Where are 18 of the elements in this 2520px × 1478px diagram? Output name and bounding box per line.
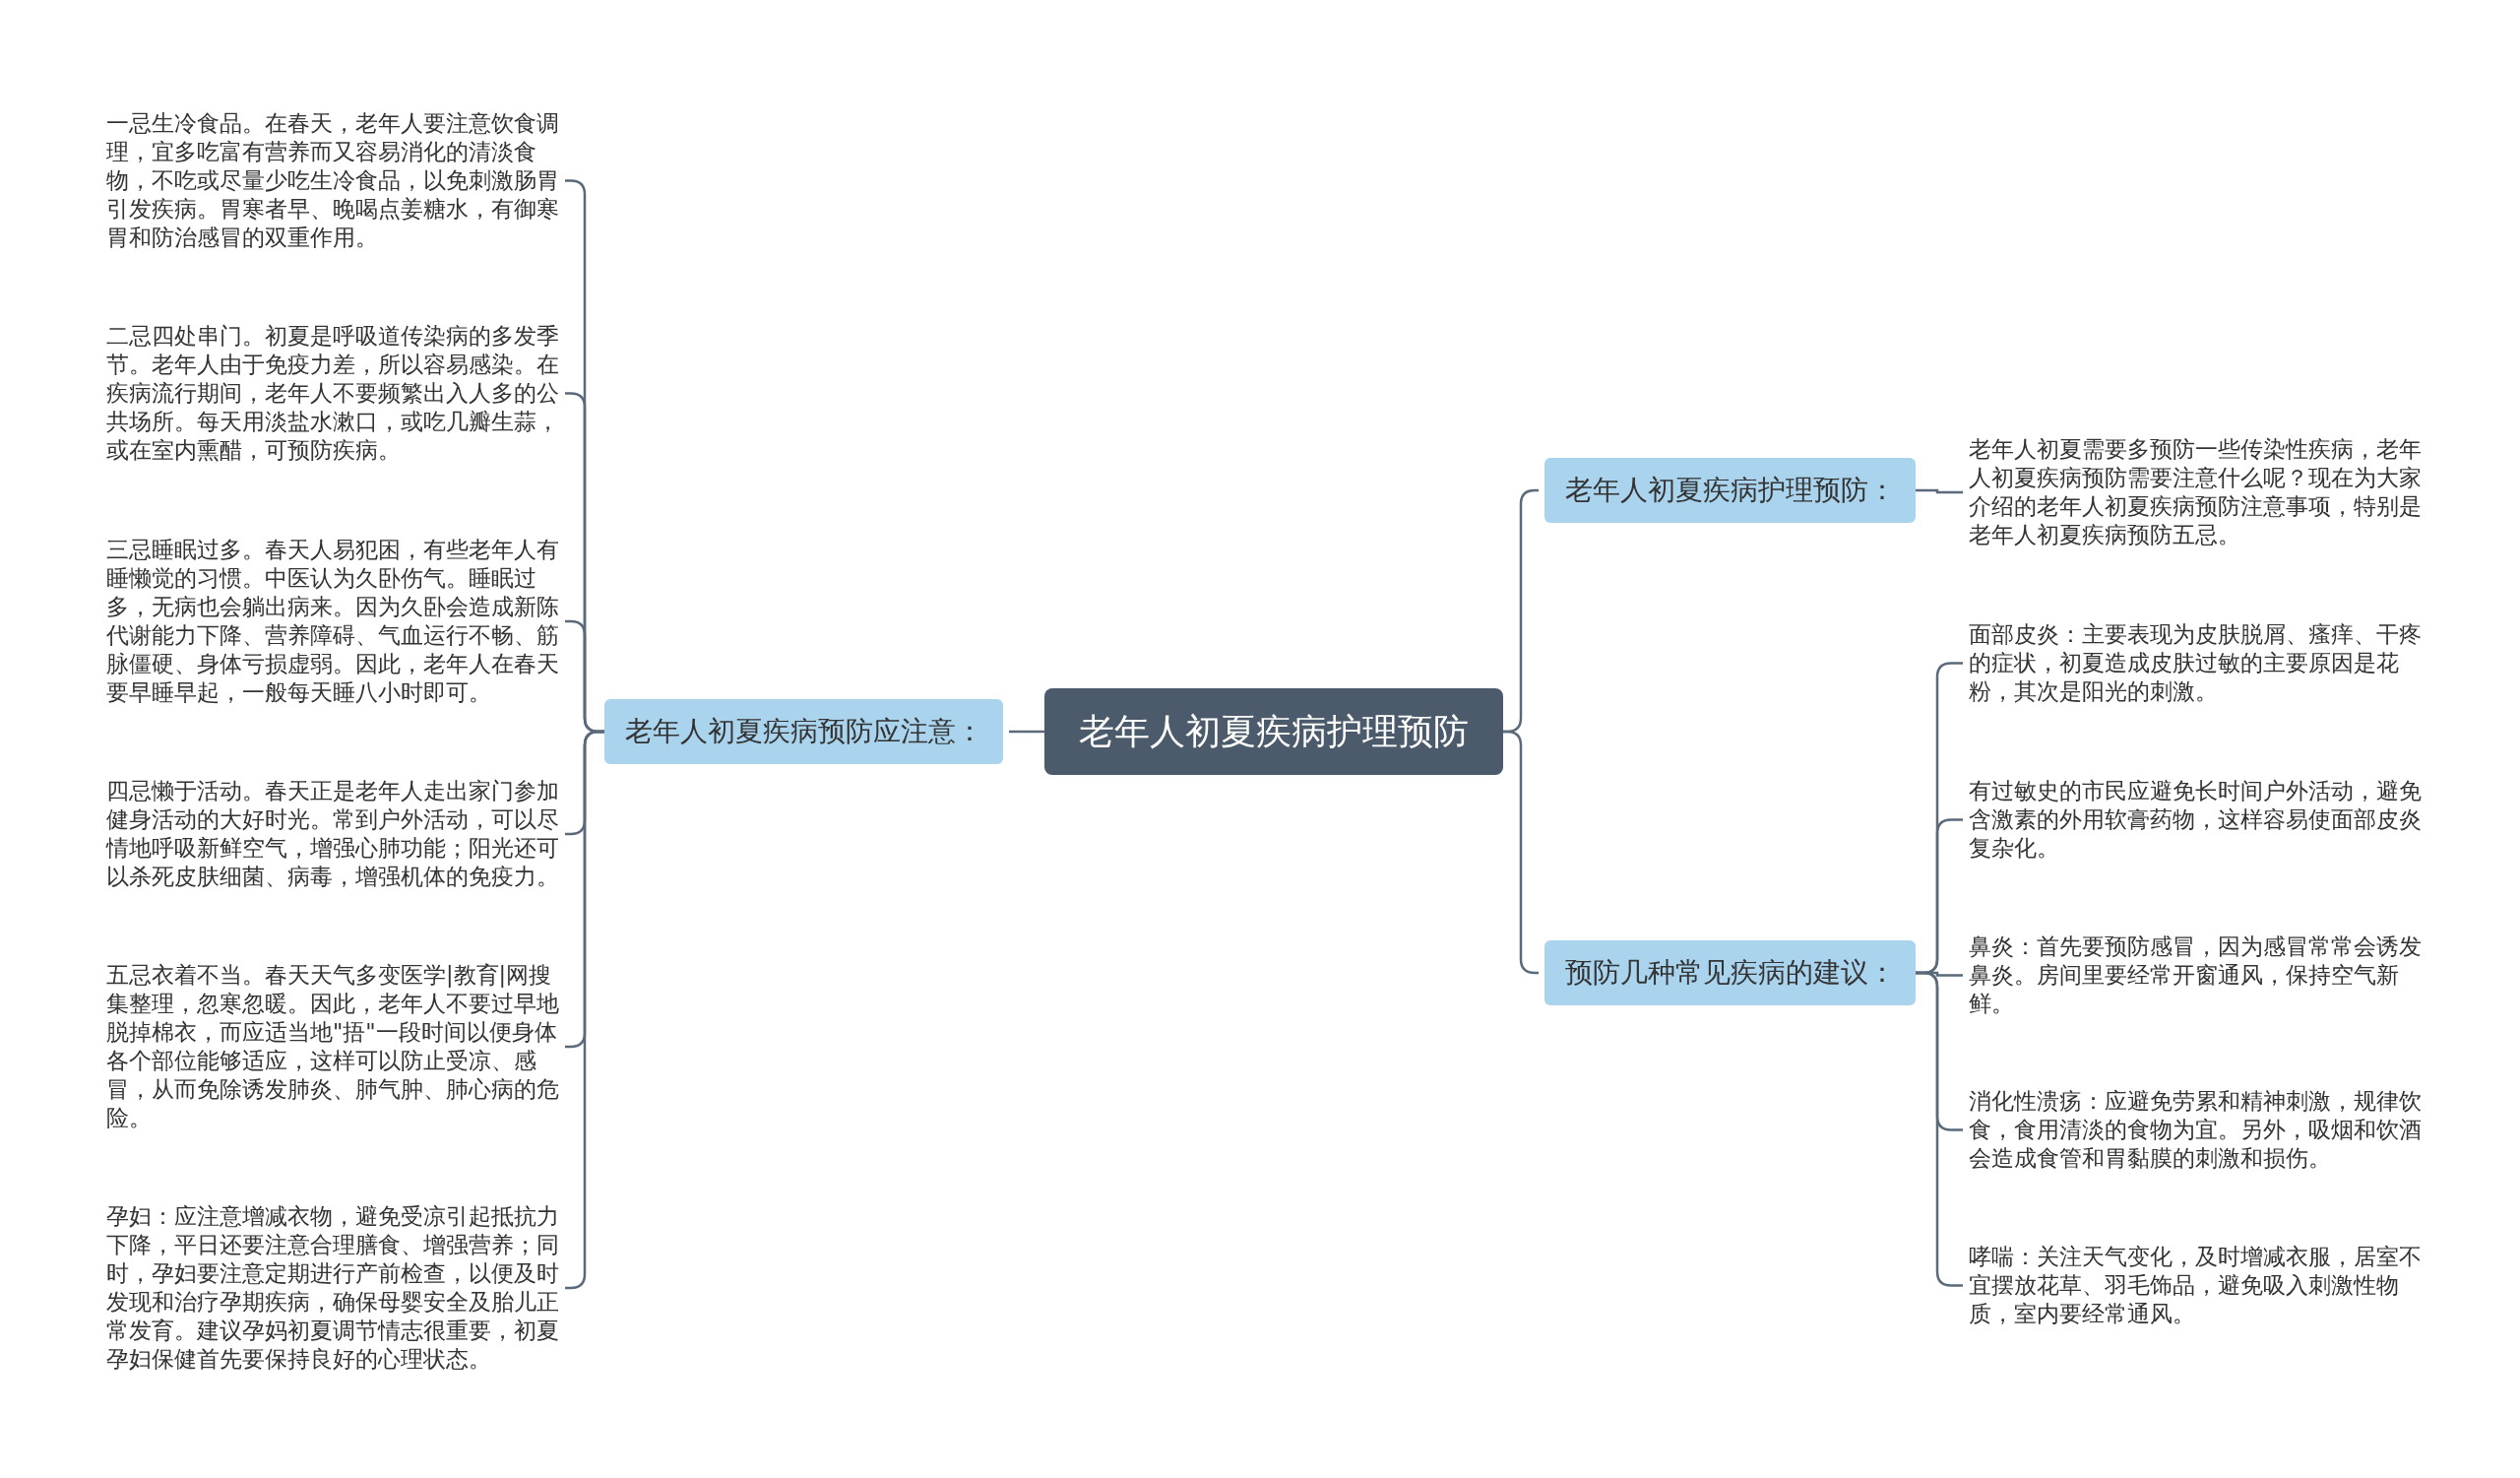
note-text: 五忌衣着不当。春天天气多变医学|教育|网搜集整理，忽寒忽暖。因此，老年人不要过早地脱掉棉衣，而应适当地"捂"一段时间以便身体各个部位能够适应，这样可以防止受凉、感冒，从而免除诱发肺炎、肺气肿、肺心病的危险。 xyxy=(106,961,559,1132)
note-text: 有过敏史的市民应避免长时间户外活动，避免含激素的外用软膏药物，这样容易使面部皮炎复杂化。 xyxy=(1969,777,2422,863)
branch-box: 老年人初夏疾病预防应注意： xyxy=(604,699,1003,764)
note-text: 鼻炎：首先要预防感冒，因为感冒常常会诱发鼻炎。房间里要经常开窗通风，保持空气新鲜。 xyxy=(1969,932,2422,1018)
topic-box: 老年人初夏疾病护理预防 xyxy=(1044,688,1503,775)
branch-box: 预防几种常见疾病的建议： xyxy=(1544,940,1916,1005)
note-text: 老年人初夏需要多预防一些传染性疾病，老年人初夏疾病预防需要注意什么呢？现在为大家介绍的老年人初夏疾病预防注意事项，特别是老年人初夏疾病预防五忌。 xyxy=(1969,435,2422,549)
note-text: 一忌生冷食品。在春天，老年人要注意饮食调理，宜多吃富有营养而又容易消化的清淡食物，不吃或尽量少吃生冷食品，以免刺激肠胃引发疾病。胃寒者早、晚喝点姜糖水，有御寒胃和防治感冒的双重作用。 xyxy=(106,109,559,252)
note-text: 哮喘：关注天气变化，及时增减衣服，居室不宜摆放花草、羽毛饰品，避免吸入刺激性物质，室内要经常通风。 xyxy=(1969,1243,2422,1328)
note-text: 二忌四处串门。初夏是呼吸道传染病的多发季节。老年人由于免疫力差，所以容易感染。在疾病流行期间，老年人不要频繁出入人多的公共场所。每天用淡盐水漱口，或吃几瓣生蒜，或在室内熏醋，可预防疾病。 xyxy=(106,322,559,465)
connector-line xyxy=(1009,730,1044,734)
branch-box: 老年人初夏疾病护理预防： xyxy=(1544,458,1916,523)
connector-line xyxy=(1916,488,1963,494)
note-text: 消化性溃疡：应避免劳累和精神刺激，规律饮食，食用清淡的食物为宜。另外，吸烟和饮酒会造成食管和胃黏膜的刺激和损伤。 xyxy=(1969,1087,2422,1173)
note-text: 四忌懒于活动。春天正是老年人走出家门参加健身活动的大好时光。常到户外活动，可以尽情地呼吸新鲜空气，增强心肺功能；阳光还可以杀死皮肤细菌、病毒，增强机体的免疫力。 xyxy=(106,777,559,891)
note-text: 面部皮炎：主要表现为皮肤脱屑、瘙痒、干疼的症状，初夏造成皮肤过敏的主要原因是花粉，其次是阳光的刺激。 xyxy=(1969,620,2422,706)
note-text: 三忌睡眠过多。春天人易犯困，有些老年人有睡懒觉的习惯。中医认为久卧伤气。睡眠过多，无病也会躺出病来。因为久卧会造成新陈代谢能力下降、营养障碍、气血运行不畅、筋脉僵硬、身体亏损虚弱。因此，老年人在春天要早睡早起，一般每天睡八小时即可。 xyxy=(106,536,559,707)
note-text: 孕妇：应注意增减衣物，避免受凉引起抵抗力下降，平日还要注意合理膳食、增强营养；同时，孕妇要注意定期进行产前检查，以便及时发现和治疗孕期疾病，确保母婴安全及胎儿正常发育。建议孕妈初夏调节情志很重要，初夏孕妇保健首先要保持良好的心理状态。 xyxy=(106,1202,559,1374)
